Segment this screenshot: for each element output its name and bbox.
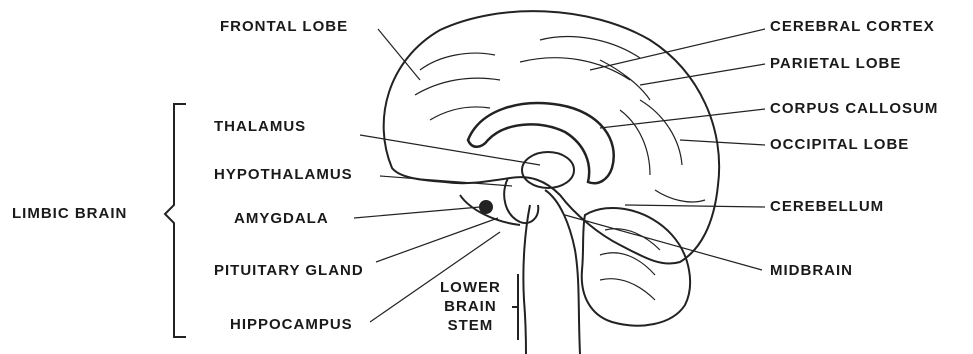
label-pituitary-gland: PITUITARY GLAND: [214, 262, 364, 280]
leader-frontal-lobe: [378, 29, 420, 80]
lower-brain-stem-bracket: [512, 274, 518, 340]
label-cerebellum: CEREBELLUM: [770, 198, 884, 216]
label-cerebral-cortex: CEREBRAL CORTEX: [770, 18, 935, 36]
label-frontal-lobe: FRONTAL LOBE: [220, 18, 348, 36]
leader-parietal-lobe: [640, 64, 765, 85]
label-amygdala: AMYGDALA: [234, 210, 329, 228]
label-hippocampus: HIPPOCAMPUS: [230, 316, 353, 334]
label-lower-brain-stem: LOWER BRAIN STEM: [440, 278, 501, 335]
leader-pituitary-gland: [376, 218, 498, 262]
label-brain: BRAIN: [440, 297, 501, 316]
thalamus-shape: [522, 152, 574, 188]
label-occipital-lobe: OCCIPITAL LOBE: [770, 136, 909, 154]
label-midbrain: MIDBRAIN: [770, 262, 853, 280]
cerebrum-outline: [384, 11, 719, 263]
label-hypothalamus: HYPOTHALAMUS: [214, 166, 353, 184]
amygdala-dot: [479, 200, 493, 214]
label-corpus-callosum: CORPUS CALLOSUM: [770, 100, 938, 118]
leader-cerebellum: [625, 205, 765, 207]
leader-midbrain: [565, 215, 762, 270]
label-thalamus: THALAMUS: [214, 118, 306, 136]
leader-amygdala: [354, 207, 480, 218]
brain-stem-shape: [523, 190, 580, 354]
cerebellum-shape: [582, 208, 690, 326]
label-lower: LOWER: [440, 278, 501, 297]
leader-corpus-callosum: [600, 109, 765, 128]
limbic-brace: [165, 104, 186, 337]
label-limbic-brain: LIMBIC BRAIN: [12, 205, 127, 223]
label-parietal-lobe: PARIETAL LOBE: [770, 55, 901, 73]
label-stem: STEM: [440, 316, 501, 335]
leader-occipital-lobe: [680, 140, 765, 145]
leader-lines: [354, 29, 765, 322]
corpus-callosum-shape: [468, 103, 614, 183]
